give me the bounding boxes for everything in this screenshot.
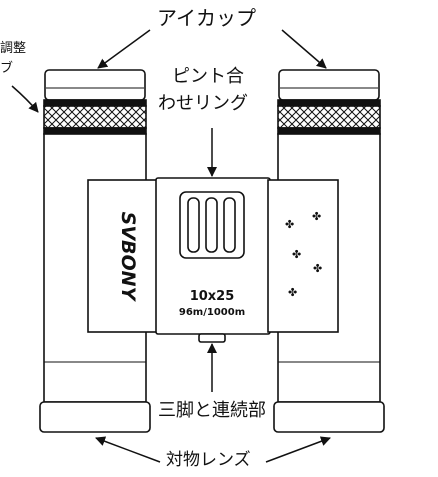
callout-arrows xyxy=(11,29,331,463)
arrow-eyecup-right xyxy=(281,29,327,69)
label-diopter-line1: 調整 xyxy=(0,41,27,56)
arrow-objective-left xyxy=(95,436,161,463)
svg-text:✤: ✤ xyxy=(288,286,297,299)
arrow-eyecup-left xyxy=(97,29,151,69)
right-objective xyxy=(273,401,385,433)
svg-text:✤: ✤ xyxy=(285,218,294,231)
arrow-objective-right xyxy=(265,436,331,463)
fov-label: 96m/1000m xyxy=(179,307,245,318)
brand-logo: SVBONY xyxy=(117,212,139,303)
right-diopter-ring xyxy=(277,105,381,129)
label-focus-line2: わせリング xyxy=(158,93,248,114)
left-objective xyxy=(39,401,151,433)
body-right-plate xyxy=(267,179,339,333)
decorative-clovers: ✤ ✤ ✤ ✤ ✤ xyxy=(285,210,322,299)
svg-text:✤: ✤ xyxy=(292,248,301,261)
label-eyecup: アイカップ xyxy=(157,6,256,30)
svg-text:✤: ✤ xyxy=(312,210,321,223)
svg-text:✤: ✤ xyxy=(313,262,322,275)
label-objective: 対物レンズ xyxy=(166,450,251,470)
left-diopter-ring xyxy=(43,105,147,129)
focus-wheel xyxy=(179,191,245,259)
label-focus-line1: ピント合 xyxy=(172,66,244,87)
label-diopter-line2: ブ xyxy=(0,61,14,76)
left-eyecup xyxy=(44,69,146,101)
center-body: ✤ ✤ ✤ ✤ ✤ xyxy=(87,177,339,343)
label-tripod: 三脚と連続部 xyxy=(158,400,266,421)
model-label: 10x25 xyxy=(190,289,235,304)
arrow-diopter xyxy=(11,85,39,113)
right-eyecup xyxy=(278,69,380,101)
tripod-socket xyxy=(198,333,226,343)
